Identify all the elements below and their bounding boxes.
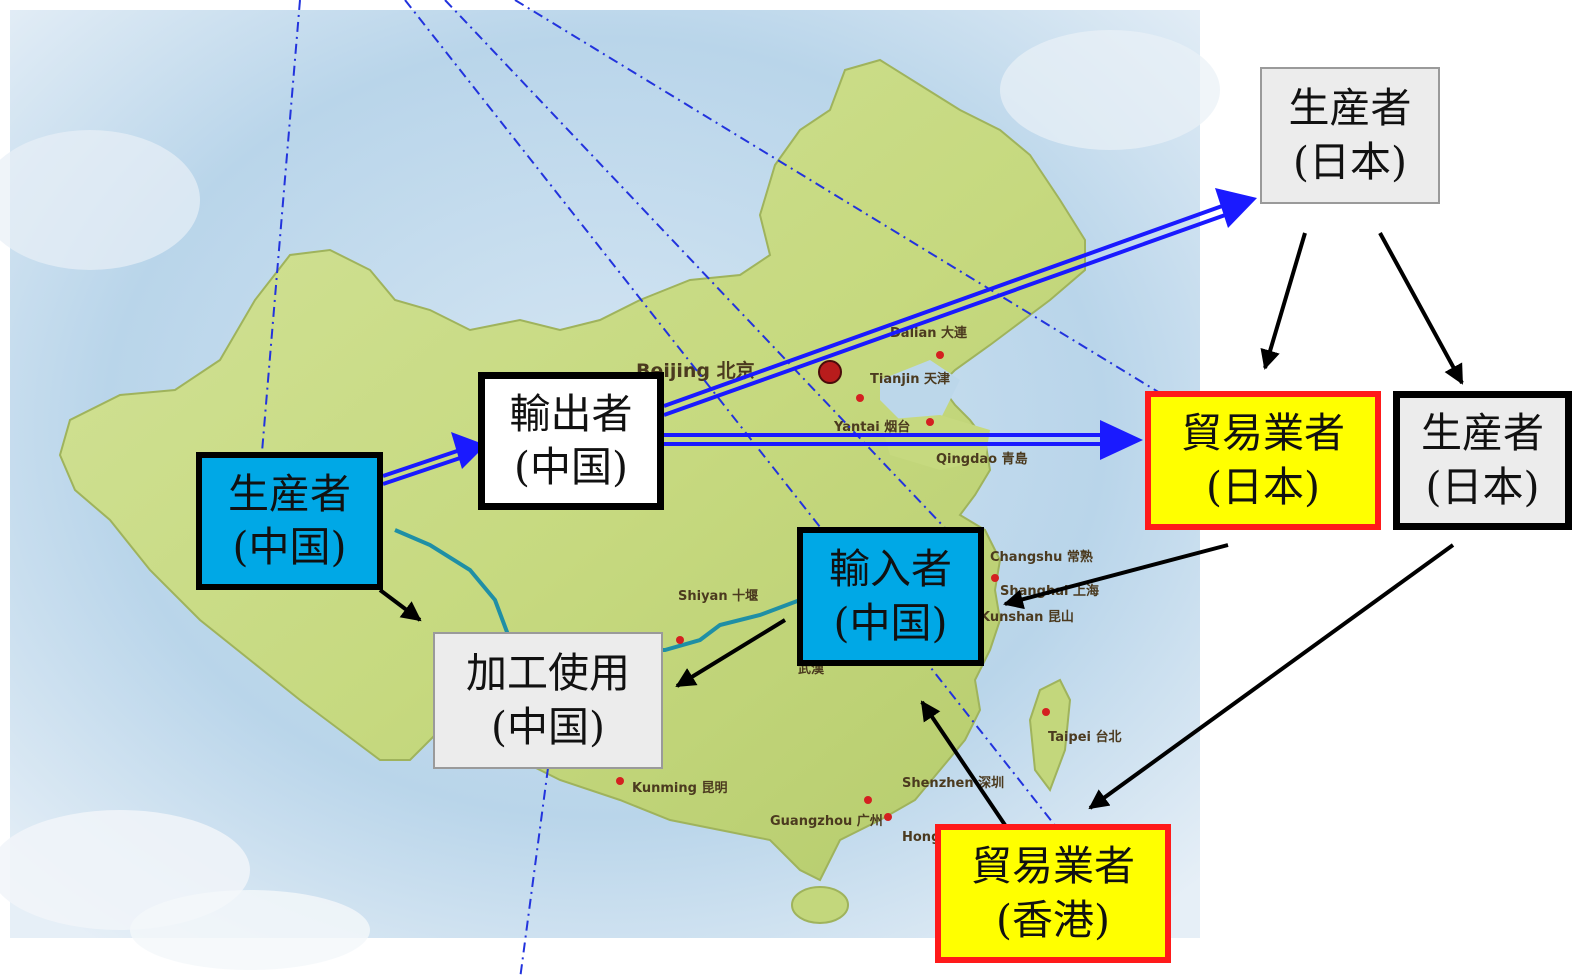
node-trader-hongkong: 貿易業者 (香港) (935, 824, 1171, 963)
node-processing-china: 加工使用 (中国) (433, 632, 663, 769)
city-dot (864, 796, 872, 804)
node-label-line1: 輸入者 (829, 545, 952, 594)
node-label-line2: (日本) (1425, 462, 1540, 511)
node-producer-japan-right: 生産者 (日本) (1393, 391, 1572, 530)
map-label-yantai: Yantai 烟台 (834, 420, 911, 435)
beijing-dot (818, 360, 842, 384)
city-dot (936, 351, 944, 359)
node-label-line1: 貿易業者 (971, 842, 1135, 891)
node-exporter-china: 輸出者 (中国) (478, 372, 664, 510)
node-producer-china: 生産者 (中国) (196, 452, 383, 590)
city-dot (1042, 708, 1050, 716)
node-label-line2: (中国) (514, 443, 628, 491)
node-label-line2: (中国) (491, 702, 605, 751)
map-label-qingdao: Qingdao 青島 (936, 452, 1028, 467)
hainan-island (791, 886, 849, 924)
city-dot (676, 636, 684, 644)
map-label-changshu: Changshu 常熟 (990, 550, 1093, 565)
map-label-kunshan: Kunshan 昆山 (980, 610, 1074, 625)
node-label-line2: (中国) (232, 523, 347, 571)
city-dot (884, 813, 892, 821)
node-label-line1: 生産者 (1288, 84, 1412, 133)
cloud (0, 130, 200, 270)
node-label-line2: (日本) (1206, 462, 1320, 511)
cloud (1000, 30, 1220, 150)
map-label-tianjin: Tianjin 天津 (870, 372, 951, 387)
map-label-taipei: Taipei 台北 (1048, 730, 1122, 745)
map-label-shenzhen: Shenzhen 深圳 (902, 776, 1005, 791)
node-label-line1: 貿易業者 (1181, 409, 1345, 458)
node-label-line2: (中国) (833, 598, 948, 647)
map-label-shiyan: Shiyan 十堰 (678, 589, 759, 604)
node-label-line1: 加工使用 (466, 649, 630, 698)
node-label-line2: (香港) (996, 895, 1110, 944)
city-dot (616, 777, 624, 785)
node-label-line1: 生産者 (228, 469, 351, 518)
city-dot (991, 574, 999, 582)
map-label-kunming: Kunming 昆明 (632, 781, 728, 796)
map-label-shanghai: Shanghai 上海 (1000, 584, 1099, 599)
city-dot (926, 418, 934, 426)
map-label-dalian: Dalian 大連 (890, 326, 968, 341)
node-producer-japan-top: 生産者 (日本) (1260, 67, 1440, 204)
node-importer-china: 輸入者 (中国) (797, 527, 984, 666)
city-dot (856, 394, 864, 402)
node-label-line1: 輸出者 (509, 389, 633, 438)
node-label-line1: 生産者 (1421, 409, 1544, 458)
map-label-guangzhou: Guangzhou 广州 (770, 814, 883, 829)
node-trader-japan: 貿易業者 (日本) (1145, 391, 1381, 530)
cloud (130, 890, 370, 970)
node-label-line2: (日本) (1293, 137, 1407, 186)
